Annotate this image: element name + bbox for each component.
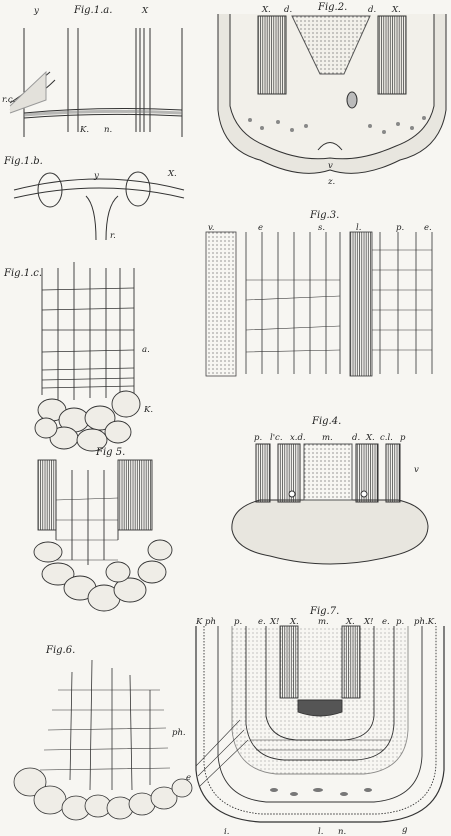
fig-7-label-m: m. <box>318 617 329 627</box>
fig-4-label-cl: c.l. <box>380 433 393 443</box>
fig-7-label-e3: e <box>186 773 191 783</box>
fig-4-label-v: v <box>414 465 419 475</box>
fig-4-label-x: X. <box>365 433 375 443</box>
fig-7-label-n: n. <box>338 827 346 836</box>
fig-7-label-e2: e. <box>382 617 390 627</box>
fig-3-label-v: v. <box>208 223 215 233</box>
fig-7-label-l: l. <box>318 827 323 836</box>
fig-1a-label-y: y <box>33 6 39 16</box>
fig-2-label-d2: d. <box>368 5 376 15</box>
fig-7-title: Fig.7. <box>309 606 339 617</box>
fig-5 <box>34 460 172 611</box>
fig-4-title: Fig.4. <box>311 416 341 427</box>
fig-2 <box>218 14 446 173</box>
fig-6-title: Fig.6. <box>45 645 75 656</box>
fig-7 <box>196 626 444 822</box>
fig-4-label-m: m. <box>322 433 333 443</box>
fig-5-title: Fig 5. <box>95 447 125 458</box>
fig-7-label-p2: p. <box>396 617 404 627</box>
fig-6 <box>14 660 192 820</box>
fig-3-label-l: l. <box>356 223 361 233</box>
fig-4-label-p2: p <box>400 433 406 443</box>
fig-1b-label-r: r. <box>110 231 116 241</box>
fig-7-label-e1: e. <box>258 617 266 627</box>
fig-7-label-x2: X. <box>345 617 355 627</box>
fig-7-label-kph: K ph <box>195 617 216 627</box>
fig-1b-title: Fig.1.b. <box>3 156 43 167</box>
fig-7-label-g: g <box>402 825 408 835</box>
fig-1b <box>14 172 184 240</box>
fig-3-label-e1: e <box>258 223 263 233</box>
fig-3-label-e2: e. <box>424 223 432 233</box>
fig-7-label-x2p: X! <box>363 617 373 627</box>
fig-2-label-v: v <box>328 161 333 171</box>
fig-7-label-i: i. <box>224 827 229 836</box>
fig-3-label-s: s. <box>318 223 325 233</box>
fig-3-title: Fig.3. <box>309 210 339 221</box>
fig-4-label-lc: l'c. <box>270 433 283 443</box>
fig-1a-label-n: n. <box>104 125 112 135</box>
fig-1c <box>35 262 140 451</box>
fig-6-label-ph: ph. <box>172 728 186 738</box>
fig-1c-title: Fig.1.c. <box>3 268 42 279</box>
fig-2-label-x1: X. <box>261 5 271 15</box>
fig-1b-label-x: X. <box>167 169 177 179</box>
fig-1c-label-k: K. <box>143 405 153 415</box>
fig-1a-label-rc: r.c. <box>2 95 15 105</box>
fig-1a-label-x: X <box>141 6 149 16</box>
fig-1a-title: Fig.1.a. <box>73 5 112 16</box>
fig-1b-label-y: y <box>93 171 99 181</box>
fig-1a-label-k: K. <box>79 125 89 135</box>
fig-3-label-p: p. <box>396 223 404 233</box>
fig-2-title: Fig.2. <box>317 2 347 13</box>
fig-7-label-p1: p. <box>234 617 242 627</box>
fig-2-label-x2: X. <box>391 5 401 15</box>
fig-7-label-phk: ph.K. <box>414 617 437 627</box>
fig-2-label-d1: d. <box>284 5 292 15</box>
fig-3 <box>206 232 432 376</box>
fig-1a <box>10 28 182 137</box>
fig-4 <box>232 444 428 564</box>
fig-7-label-x1p: X! <box>269 617 279 627</box>
fig-4-label-d: d. <box>352 433 360 443</box>
fig-4-label-p1: p. <box>254 433 262 443</box>
fig-2-label-z: z. <box>327 177 335 187</box>
fig-7-label-x1: X. <box>289 617 299 627</box>
fig-1c-label-a: a. <box>142 345 150 355</box>
fig-4-label-xd: x.d. <box>290 433 306 443</box>
